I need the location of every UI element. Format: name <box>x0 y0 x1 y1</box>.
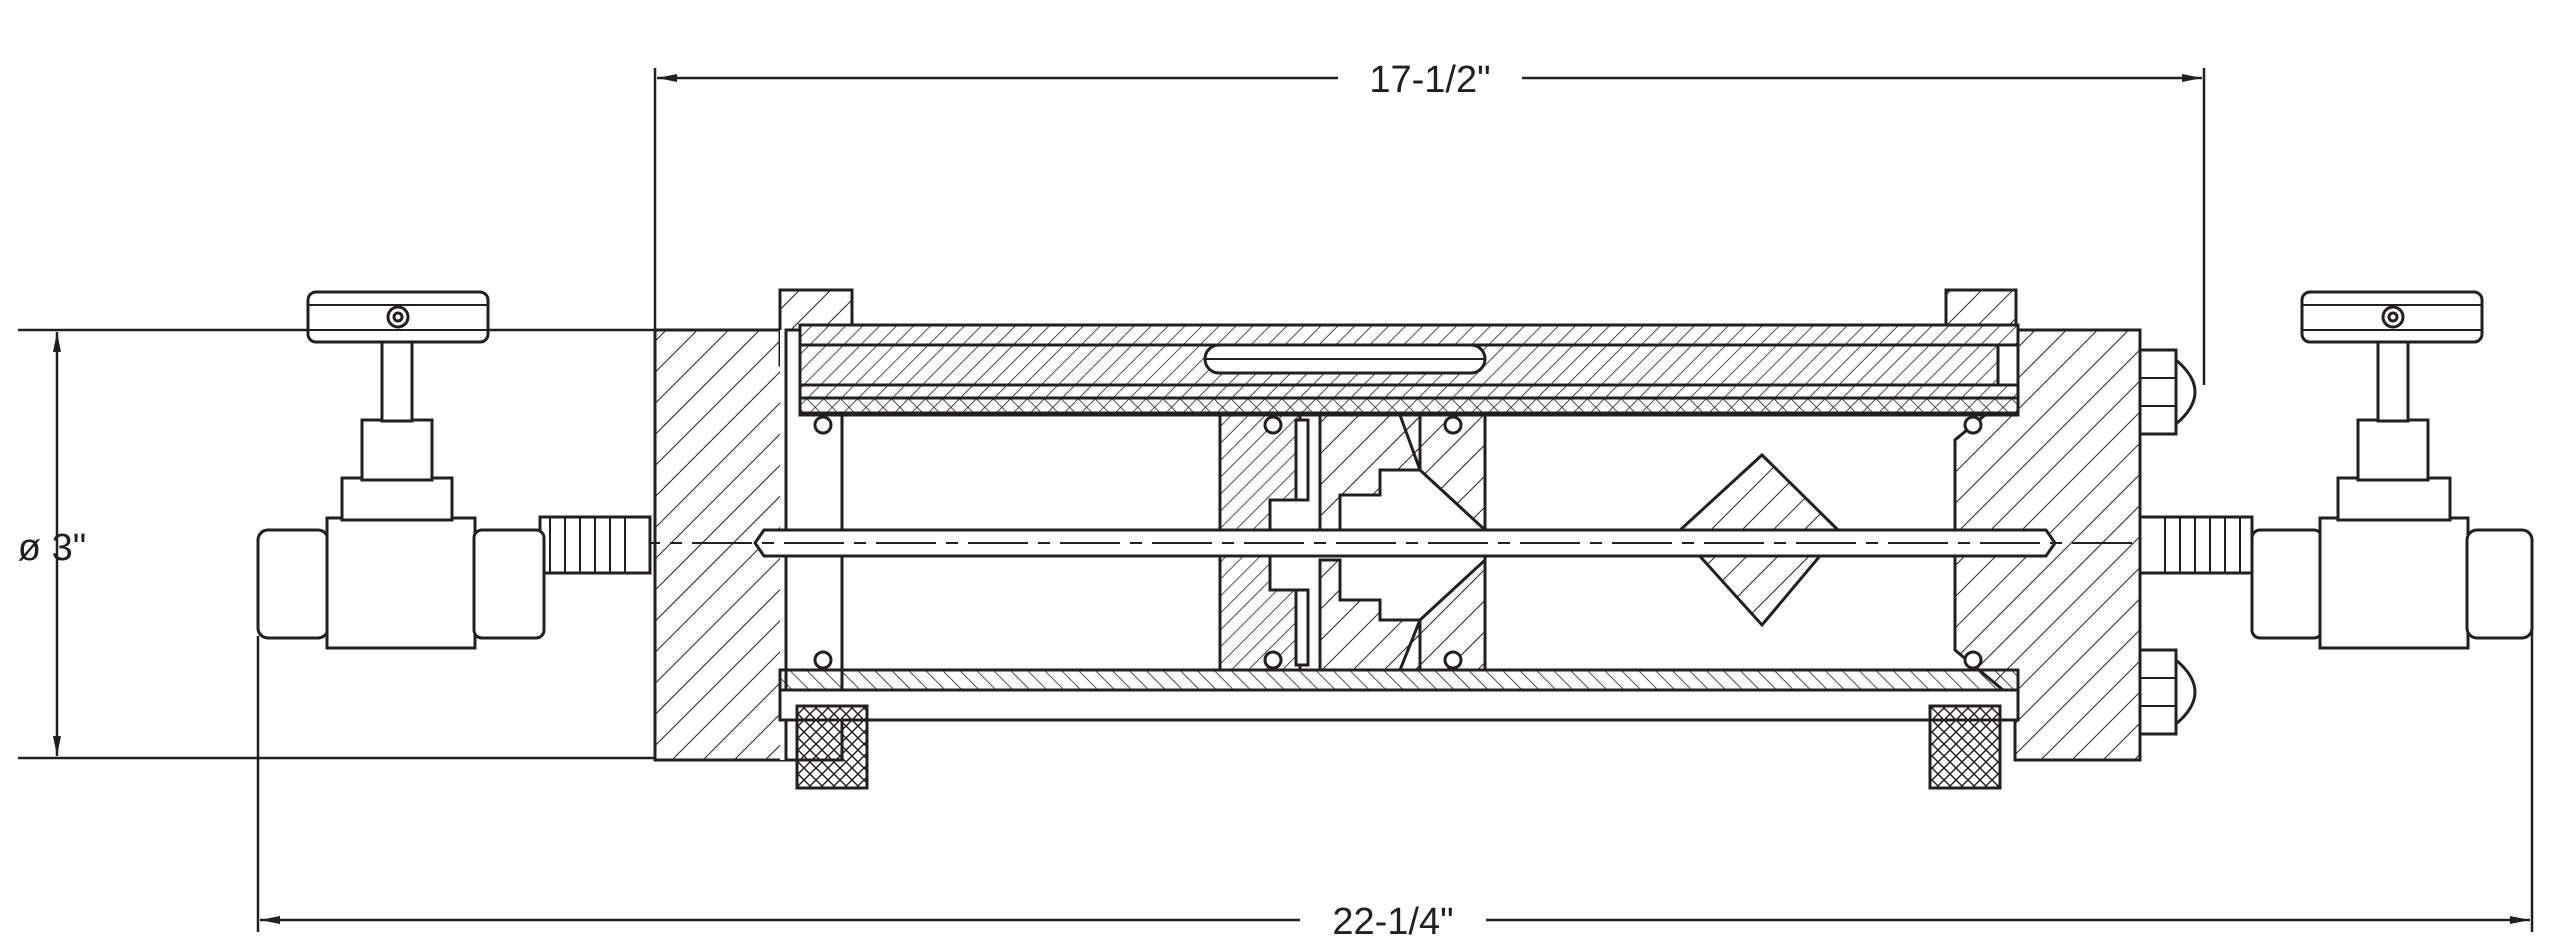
upper-tube <box>798 323 2020 417</box>
acorn-nuts <box>2138 348 2197 736</box>
o-rings <box>813 415 1983 670</box>
length-label: 17-1/2" <box>1369 59 1490 101</box>
left-knurled-foot <box>795 704 869 790</box>
left-fitting <box>538 515 652 575</box>
right-needle-valve <box>2250 290 2534 650</box>
lower-tube <box>778 668 2020 722</box>
length-dimension: 17-1/2" <box>653 59 2206 385</box>
overall-length-label: 22-1/4" <box>1332 901 1453 943</box>
overall-length-dimension: 22-1/4" <box>256 560 2534 943</box>
piston-rod <box>600 528 2190 558</box>
diameter-label: ø 3" <box>18 527 86 569</box>
right-knurled-foot <box>1928 704 2002 790</box>
left-needle-valve <box>256 290 546 650</box>
right-fitting <box>2138 515 2254 575</box>
